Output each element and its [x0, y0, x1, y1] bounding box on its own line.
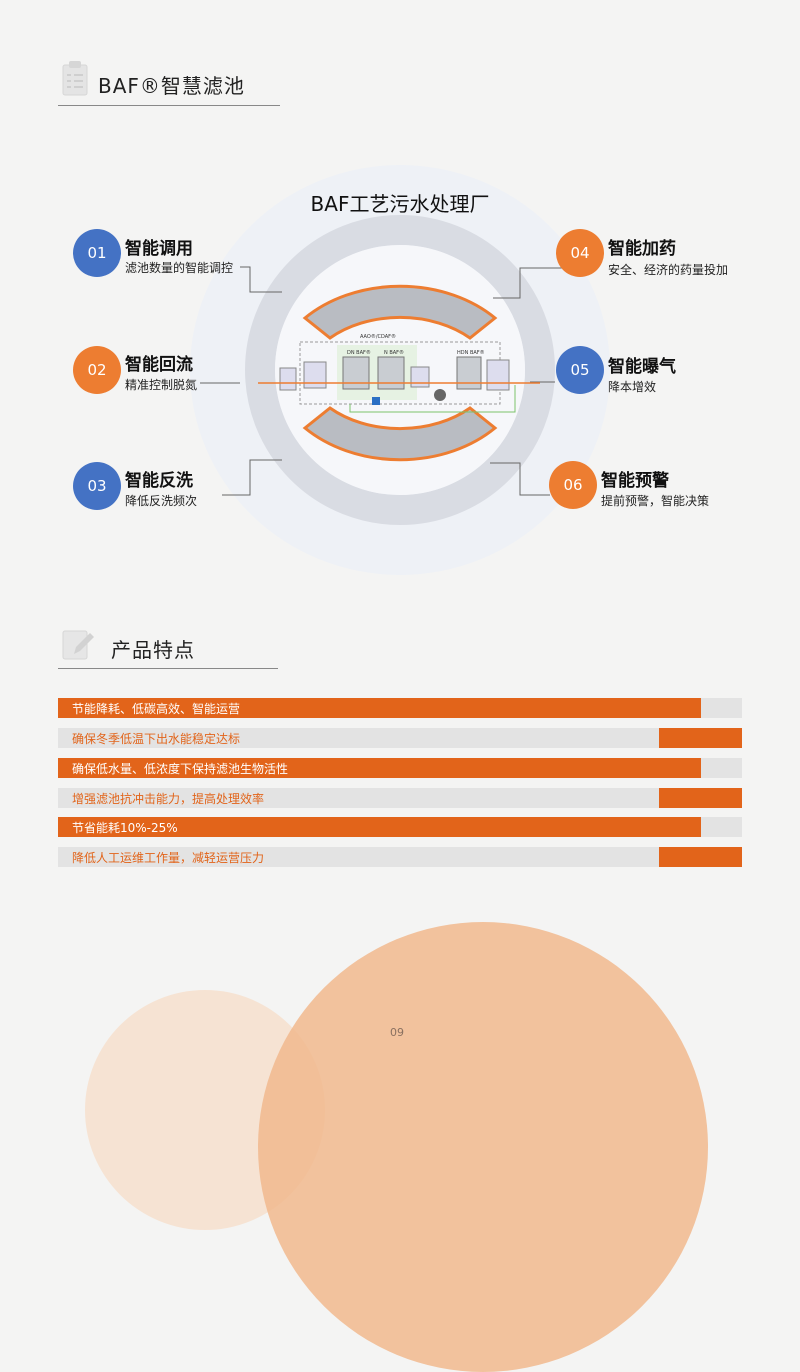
- label-group: AAO®/CDAF®: [360, 334, 397, 340]
- connector-04: [493, 267, 580, 299]
- feature-bar: 确保冬季低温下出水能稳定达标: [58, 728, 742, 748]
- feature-title: 智能预警: [601, 471, 669, 491]
- section-title-baf: BAF®智慧滤池: [98, 74, 245, 98]
- feature-number: 03: [73, 462, 121, 510]
- feature-bar: 节省能耗10%-25%: [58, 817, 742, 837]
- feature-title: 智能反洗: [125, 471, 193, 491]
- feature-desc: 提前预警，智能决策: [601, 494, 710, 508]
- feature-bar: 增强滤池抗冲击能力，提高处理效率: [58, 788, 742, 808]
- bar-fill: [659, 847, 742, 867]
- feature-number: 02: [73, 346, 121, 394]
- bar-fill: [58, 758, 701, 778]
- diagram-arcs: [200, 266, 580, 496]
- feature-desc: 降低反洗频次: [125, 494, 198, 508]
- bar-fill: [58, 817, 701, 837]
- decor-circle-right: [258, 922, 708, 1372]
- connector-06: [490, 462, 550, 496]
- feature-title: 智能曝气: [608, 357, 676, 377]
- bar-text: 降低人工运维工作量，减轻运营压力: [72, 851, 265, 865]
- feature-bar: 降低人工运维工作量，减轻运营压力: [58, 847, 742, 867]
- feature-title: 智能回流: [125, 355, 193, 375]
- page-number: 09: [390, 1026, 404, 1039]
- bar-fill: [659, 728, 742, 748]
- edit-note-icon: [62, 630, 94, 660]
- feature-desc: 精准控制脱氮: [125, 378, 198, 392]
- bottom-arc: [302, 406, 498, 462]
- bar-text: 节省能耗10%-25%: [72, 821, 178, 835]
- feature-desc: 安全、经济的药量投加: [608, 263, 729, 277]
- bar-text: 确保冬季低温下出水能稳定达标: [72, 732, 241, 746]
- bar-text: 增强滤池抗冲击能力，提高处理效率: [72, 792, 265, 806]
- label-dn-baf: DN BAF®: [347, 350, 371, 356]
- feature-number: 05: [556, 346, 604, 394]
- feature-number: 04: [556, 229, 604, 277]
- bar-text: 节能降耗、低碳高效、智能运营: [72, 702, 241, 716]
- feature-bar: 确保低水量、低浓度下保持滤池生物活性: [58, 758, 742, 778]
- clipboard-icon: [62, 61, 88, 96]
- section-title-features: 产品特点: [111, 638, 195, 662]
- top-arc: [302, 284, 498, 340]
- feature-desc: 滤池数量的智能调控: [125, 261, 234, 275]
- connector-03: [222, 459, 282, 496]
- connector-01: [240, 266, 282, 293]
- feature-number: 01: [73, 229, 121, 277]
- bar-fill: [58, 698, 701, 718]
- bar-fill: [659, 788, 742, 808]
- feature-desc: 降本增效: [608, 380, 657, 394]
- label-hdn-baf: HDN BAF®: [457, 350, 485, 356]
- divider: [58, 668, 278, 669]
- process-schematic: [258, 341, 540, 413]
- plant-title: BAF工艺污水处理厂: [310, 192, 490, 216]
- divider: [58, 105, 280, 106]
- feature-title: 智能加药: [608, 239, 676, 259]
- feature-bar: 节能降耗、低碳高效、智能运营: [58, 698, 742, 718]
- feature-title: 智能调用: [125, 239, 193, 259]
- bar-text: 确保低水量、低浓度下保持滤池生物活性: [72, 762, 289, 776]
- label-n-baf: N BAF®: [384, 350, 405, 356]
- feature-number: 06: [549, 461, 597, 509]
